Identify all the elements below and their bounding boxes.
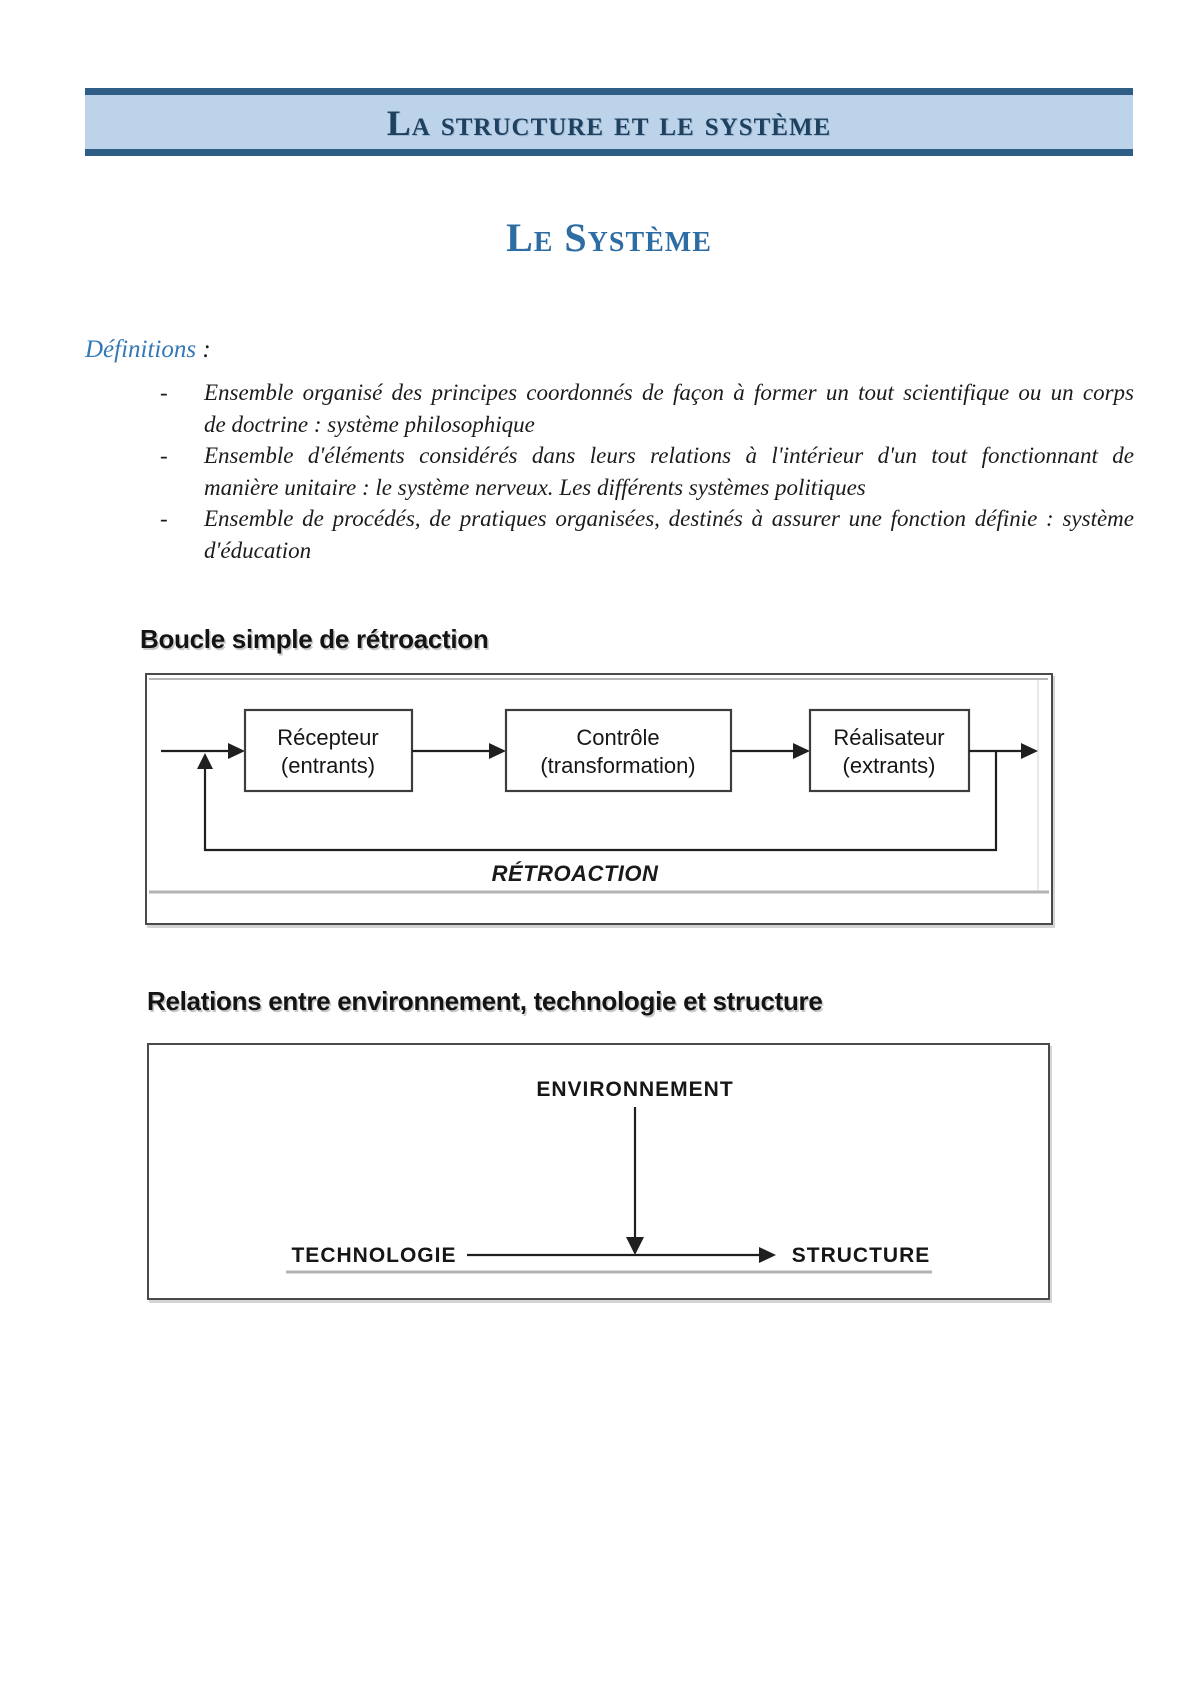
definition-line: d'éducation: [204, 537, 312, 563]
definitions-list: - Ensemble organisé des principes coordo…: [160, 377, 1134, 566]
feedback-label: RÉTROACTION: [492, 861, 659, 886]
document-title: La structure et le système: [386, 103, 832, 143]
feedback-loop-heading: Boucle simple de rétroaction: [140, 624, 489, 654]
definitions-colon: :: [196, 336, 211, 363]
feedback-loop-drawing: Récepteur (entrants) Contrôle (transform…: [149, 678, 1049, 894]
control-title: Contrôle: [576, 725, 659, 750]
definition-item: - Ensemble organisé des principes coordo…: [160, 377, 1134, 440]
receptor-box: [243, 708, 414, 793]
header-banner: La structure et le système: [85, 88, 1133, 156]
definition-line: manière unitaire : le système nerveux. L…: [204, 474, 866, 500]
control-box: [504, 708, 733, 793]
realizer-box: [808, 708, 971, 793]
feedback-line: [203, 751, 998, 852]
definition-text: Ensemble d'éléments considérés dans leur…: [204, 440, 1134, 503]
feedback-up-arrowhead-icon: [197, 753, 213, 769]
definition-item: - Ensemble de procédés, de pratiques org…: [160, 503, 1134, 566]
relations-heading: Relations entre environnement, technolog…: [147, 986, 823, 1016]
connector-arrowhead-2-icon: [793, 743, 810, 759]
definition-line: Ensemble de procédés, de pratiques organ…: [204, 506, 1134, 531]
bullet-dash: -: [160, 506, 168, 531]
definitions-word: Définitions: [85, 336, 197, 363]
receptor-title: Récepteur: [277, 725, 379, 750]
right-arrowhead-icon: [759, 1247, 776, 1263]
realizer-title: Réalisateur: [833, 725, 944, 750]
relations-diagram: ENVIRONNEMENT TECHNOLOGIE STRUCTURE: [147, 1043, 1050, 1300]
connector-arrowhead-1-icon: [489, 743, 506, 759]
input-arrowhead-icon: [228, 743, 245, 759]
definition-item: - Ensemble d'éléments considérés dans le…: [160, 440, 1134, 503]
definition-line: de doctrine : système philosophique: [204, 411, 535, 437]
technology-label: TECHNOLOGIE: [291, 1244, 456, 1267]
definition-text: Ensemble de procédés, de pratiques organ…: [204, 503, 1134, 566]
definitions-label: Définitions :: [85, 336, 211, 364]
definition-line: Ensemble organisé des principes coordonn…: [204, 380, 1134, 405]
down-arrowhead-icon: [626, 1237, 644, 1255]
definition-text: Ensemble organisé des principes coordonn…: [204, 377, 1134, 440]
control-subtitle: (transformation): [540, 753, 695, 778]
relations-drawing: ENVIRONNEMENT TECHNOLOGIE STRUCTURE: [286, 1078, 932, 1274]
environment-label: ENVIRONNEMENT: [536, 1078, 733, 1101]
bullet-dash: -: [160, 380, 168, 405]
section-title: Le Système: [506, 215, 712, 260]
bullet-dash: -: [160, 443, 168, 468]
realizer-subtitle: (extrants): [843, 753, 936, 778]
feedback-loop-diagram: Récepteur (entrants) Contrôle (transform…: [145, 673, 1053, 925]
receptor-subtitle: (entrants): [281, 753, 375, 778]
definition-line: Ensemble d'éléments considérés dans leur…: [204, 443, 1134, 468]
structure-label: STRUCTURE: [792, 1244, 931, 1267]
output-arrowhead-icon: [1021, 743, 1038, 759]
